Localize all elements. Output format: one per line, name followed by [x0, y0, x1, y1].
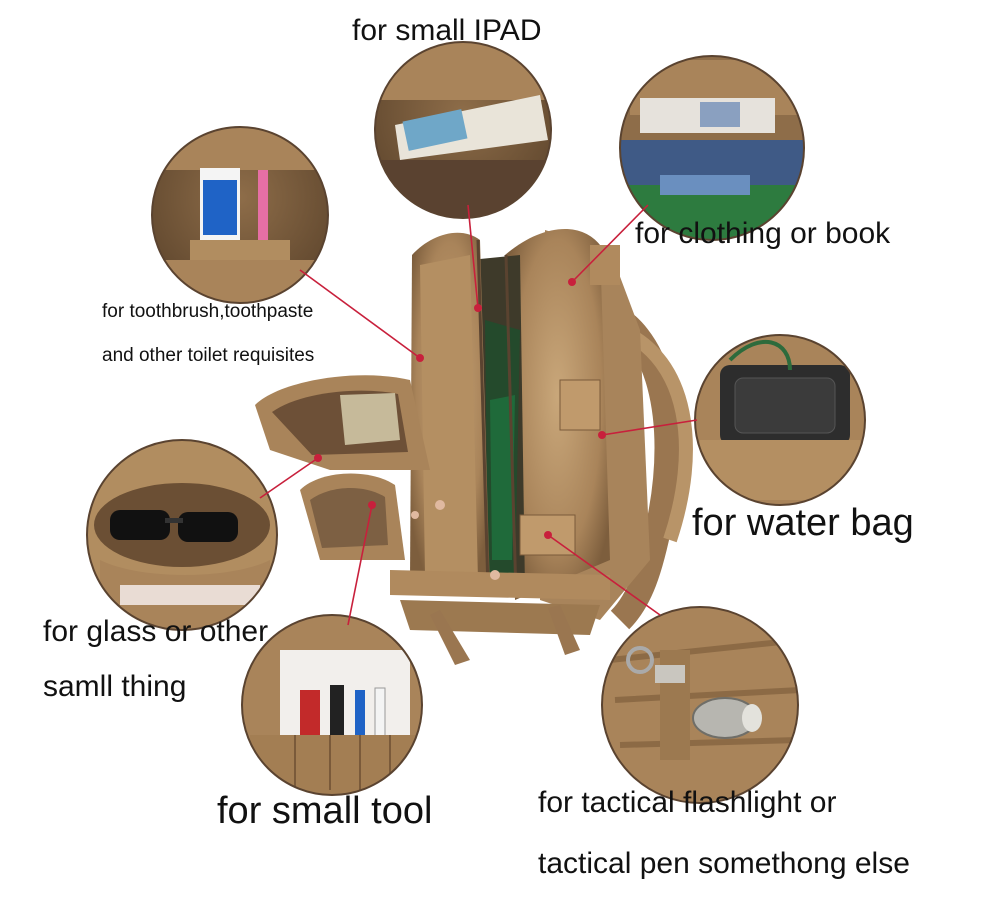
label-flash-line2: tactical pen somethong else: [538, 847, 910, 880]
leader-toilet: [299, 269, 421, 359]
leader-dots: [314, 278, 606, 539]
label-water: for water bag: [692, 502, 914, 544]
leader-lines: [259, 204, 698, 626]
backpack-body: [255, 228, 693, 665]
label-ipad: for small IPAD: [352, 14, 542, 47]
leader-clothing: [571, 204, 649, 283]
label-toilet-line1: for toothbrush,toothpaste: [102, 301, 314, 322]
flashlight-molle-detail: [601, 606, 799, 804]
label-glass-line2: samll thing: [43, 670, 187, 703]
label-flash-line1: for tactical flashlight or: [538, 786, 837, 819]
leader-tool: [347, 504, 373, 626]
tool-pocket-detail: [241, 614, 423, 796]
leader-glass: [259, 457, 319, 499]
leader-ipad: [467, 204, 479, 309]
label-tool: for small tool: [217, 790, 433, 832]
label-toilet-line2: and other toilet requisites: [102, 345, 315, 366]
leader-flash: [547, 534, 661, 616]
label-clothing: for clothing or book: [635, 217, 891, 250]
label-glass-line1: for glass or other: [43, 615, 269, 648]
glasses-pocket-detail: [86, 439, 278, 631]
water-bag-pocket-detail: [694, 334, 866, 506]
leader-water: [601, 419, 698, 436]
toiletries-pocket-detail: [151, 126, 329, 304]
ipad-pocket-detail: [374, 41, 552, 219]
